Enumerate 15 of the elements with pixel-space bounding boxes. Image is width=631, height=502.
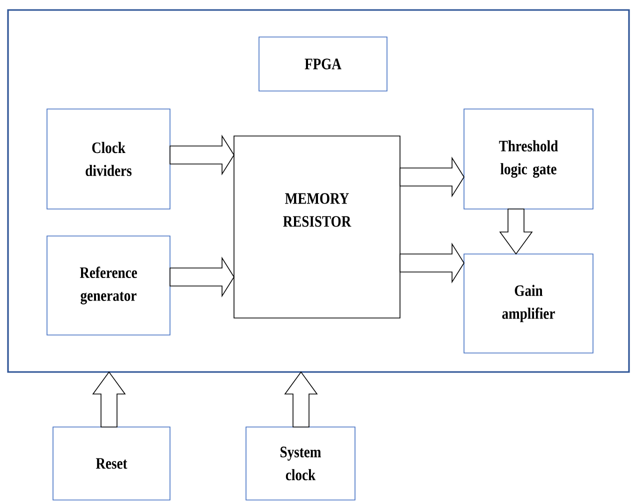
process-box: MEMORY RESISTOR [234, 136, 400, 318]
process-box: Clock dividers [46, 108, 170, 210]
block-arrow [92, 371, 126, 428]
block-arrow [499, 208, 533, 255]
block-arrow [170, 256, 234, 298]
block-arrow [400, 242, 464, 284]
process-box: Gain amplifier [464, 254, 594, 354]
block-arrow [400, 156, 464, 198]
block-arrow [170, 134, 234, 176]
input-box: Reset [52, 426, 170, 500]
process-box: Reference generator [46, 236, 170, 336]
block-arrow [284, 371, 318, 428]
input-box: System clock [246, 426, 356, 500]
process-box: FPGA [258, 36, 388, 92]
process-box: Threshold logic gate [464, 108, 594, 210]
